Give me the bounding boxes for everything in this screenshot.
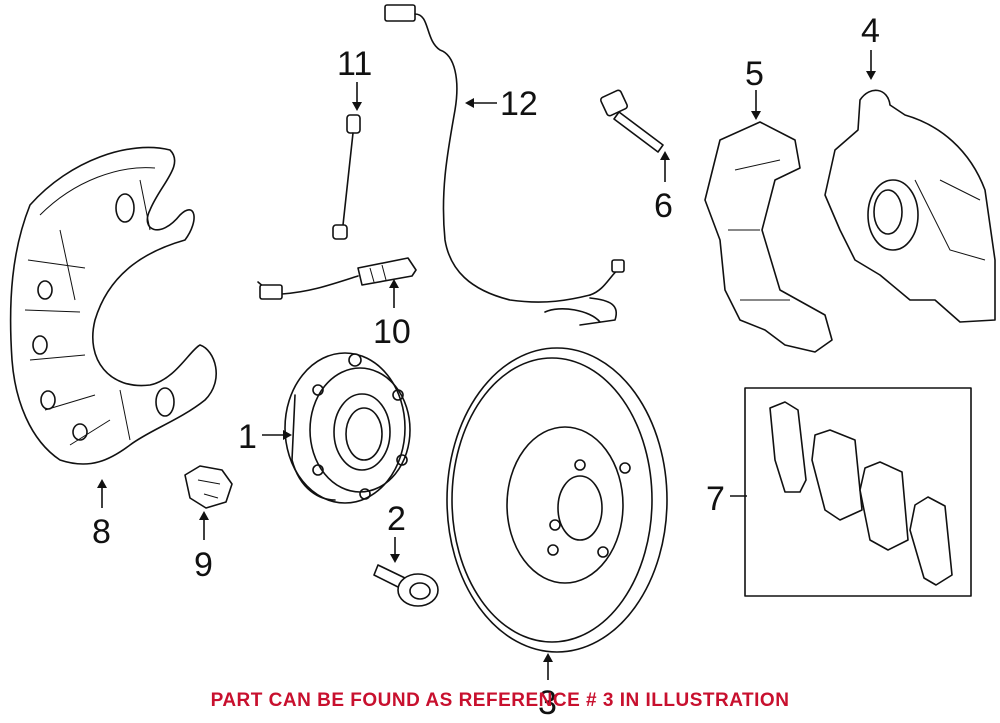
callout-2: 2 (387, 500, 406, 538)
callout-4: 4 (861, 12, 880, 50)
speed-sensor-cable-part (384, 4, 625, 326)
callout-7: 7 (706, 480, 725, 518)
callout-arrows (97, 50, 876, 680)
dust-shield-part (9, 146, 217, 465)
caliper-bolt-part (599, 89, 664, 153)
wear-sensor-part (332, 114, 361, 240)
callout-10: 10 (373, 313, 411, 351)
caliper-part (824, 89, 996, 323)
hub-nut-part (184, 465, 233, 509)
callout-12: 12 (500, 85, 538, 123)
callout-6: 6 (654, 187, 673, 225)
brake-pads-part (744, 387, 972, 597)
wear-indicator-part (257, 257, 417, 300)
reference-note: PART CAN BE FOUND AS REFERENCE # 3 IN IL… (210, 690, 790, 711)
callout-3: 3 (538, 684, 557, 722)
hub-bolt-part (373, 564, 439, 607)
callout-8: 8 (92, 513, 111, 551)
callout-1: 1 (238, 418, 257, 456)
callout-9: 9 (194, 546, 213, 584)
caliper-bracket-part (704, 121, 833, 353)
callout-11: 11 (337, 45, 372, 83)
wheel-hub-part (284, 352, 411, 504)
callout-5: 5 (745, 55, 764, 93)
brake-rotor-part (446, 347, 668, 653)
